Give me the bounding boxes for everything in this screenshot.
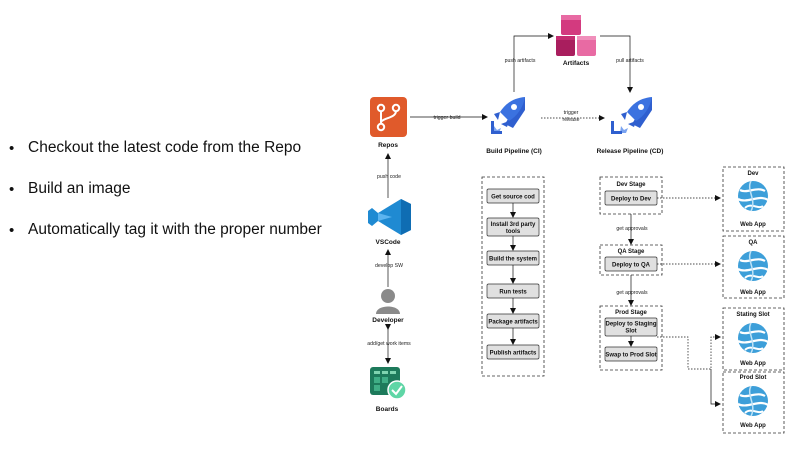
bullet-dot: • bbox=[9, 180, 15, 198]
boards-label: Boards bbox=[376, 406, 399, 413]
boards-icon bbox=[370, 367, 407, 400]
trigger-release-label-2: release bbox=[562, 117, 579, 123]
bullet-dot: • bbox=[9, 221, 15, 239]
push-artifacts-arrow bbox=[513, 33, 554, 92]
build-pipeline-label: Build Pipeline (CI) bbox=[486, 148, 542, 155]
deploy-dev-label: Deploy to Dev bbox=[611, 197, 652, 203]
get-approvals-label-2: get approvals bbox=[616, 290, 648, 296]
step-build-system-label: Build the system bbox=[489, 257, 537, 263]
web-app-icon bbox=[736, 179, 770, 213]
trigger-release-label-1: trigger bbox=[564, 110, 579, 116]
dev-stage-title: Dev Stage bbox=[616, 182, 646, 188]
rocket-icon bbox=[611, 97, 652, 134]
step-install-tools-label-1: Install 3rd party bbox=[491, 222, 536, 228]
qa-stage-title: QA Stage bbox=[618, 249, 645, 255]
env-dev: Dev Web App bbox=[722, 166, 785, 232]
artifacts-node: Artifacts bbox=[556, 15, 596, 67]
pull-artifacts-label: pull artifacts bbox=[616, 58, 644, 64]
step-publish-artifacts-label: Publish artifacts bbox=[490, 351, 537, 357]
bullet-text: Automatically tag it with the proper num… bbox=[28, 221, 322, 238]
get-approvals-label-1: get approvals bbox=[616, 226, 648, 232]
web-app-icon bbox=[736, 384, 770, 418]
env-dev-app: Web App bbox=[740, 222, 766, 228]
env-dev-box bbox=[722, 166, 785, 232]
push-code-label: push code bbox=[377, 174, 401, 180]
developer-label: Developer bbox=[372, 317, 404, 324]
artifacts-label: Artifacts bbox=[563, 60, 590, 67]
prod-stage bbox=[599, 305, 663, 371]
bullet-text: Checkout the latest code from the Repo bbox=[28, 139, 302, 156]
repos-label: Repos bbox=[378, 142, 398, 149]
boards-node: Boards bbox=[370, 367, 407, 413]
push-artifacts-label: push artifacts bbox=[505, 58, 536, 64]
prod-swap-connector bbox=[710, 369, 721, 407]
env-qa-box bbox=[722, 235, 785, 299]
build-pipeline-node: Build Pipeline (CI) bbox=[486, 97, 542, 155]
env-qa-app: Web App bbox=[740, 290, 766, 296]
env-staging-app: Web App bbox=[740, 361, 766, 367]
env-prod-box bbox=[722, 371, 785, 434]
person-icon bbox=[376, 289, 400, 314]
web-app-icon bbox=[736, 321, 770, 355]
vscode-node: VSCode bbox=[368, 199, 411, 246]
step-publish-artifacts bbox=[486, 344, 540, 360]
step-run-tests-label: Run tests bbox=[499, 290, 527, 296]
env-dev-title: Dev bbox=[747, 171, 759, 177]
step-package-artifacts-label: Package artifacts bbox=[488, 320, 538, 326]
swap-prod-label: Swap to Prod Slot bbox=[605, 353, 656, 359]
vscode-icon bbox=[368, 199, 411, 235]
deploy-staging-label-2: Slot bbox=[625, 329, 636, 335]
build-steps-group bbox=[481, 176, 545, 377]
env-prod-app: Web App bbox=[740, 423, 766, 429]
env-prod: Prod Slot Web App bbox=[722, 371, 785, 434]
repos-node: Repos bbox=[370, 97, 407, 149]
pull-artifacts-arrow bbox=[600, 35, 633, 93]
staging-deploy-connector bbox=[657, 334, 721, 370]
vscode-label: VSCode bbox=[376, 239, 401, 246]
develop-sw-label: develop SW bbox=[375, 263, 403, 269]
step-install-tools-label-2: tools bbox=[506, 229, 521, 235]
env-staging-title: Stating Slot bbox=[736, 312, 769, 318]
trigger-build-label: trigger build bbox=[433, 115, 460, 121]
release-pipeline-label: Release Pipeline (CD) bbox=[597, 148, 664, 155]
env-qa-title: QA bbox=[749, 240, 759, 246]
swap-prod-box bbox=[604, 346, 658, 362]
release-pipeline-node: Release Pipeline (CD) bbox=[597, 97, 664, 155]
bullet-text: Build an image bbox=[28, 180, 131, 197]
env-staging-box bbox=[722, 307, 785, 371]
web-app-icon bbox=[736, 249, 770, 283]
env-qa: QA Web App bbox=[722, 235, 785, 299]
deploy-staging-label-1: Deploy to Staging bbox=[606, 322, 657, 328]
prod-stage-title: Prod Stage bbox=[615, 310, 647, 316]
env-staging: Stating Slot Web App bbox=[722, 307, 785, 371]
bullet-item: • Build an image bbox=[6, 177, 131, 201]
bullet-item: • Automatically tag it with the proper n… bbox=[6, 218, 322, 242]
env-prod-title: Prod Slot bbox=[740, 375, 767, 381]
repos-icon bbox=[370, 97, 407, 137]
bullet-item: • Checkout the latest code from the Repo bbox=[6, 136, 301, 160]
deploy-qa-label: Deploy to QA bbox=[612, 263, 651, 269]
package-icon bbox=[556, 15, 596, 56]
bullet-dot: • bbox=[9, 139, 15, 157]
step-get-source-label: Get source cod bbox=[491, 195, 535, 201]
work-items-label: add/get work items bbox=[367, 341, 411, 347]
rocket-icon bbox=[491, 97, 525, 134]
developer-node: Developer bbox=[372, 289, 404, 324]
